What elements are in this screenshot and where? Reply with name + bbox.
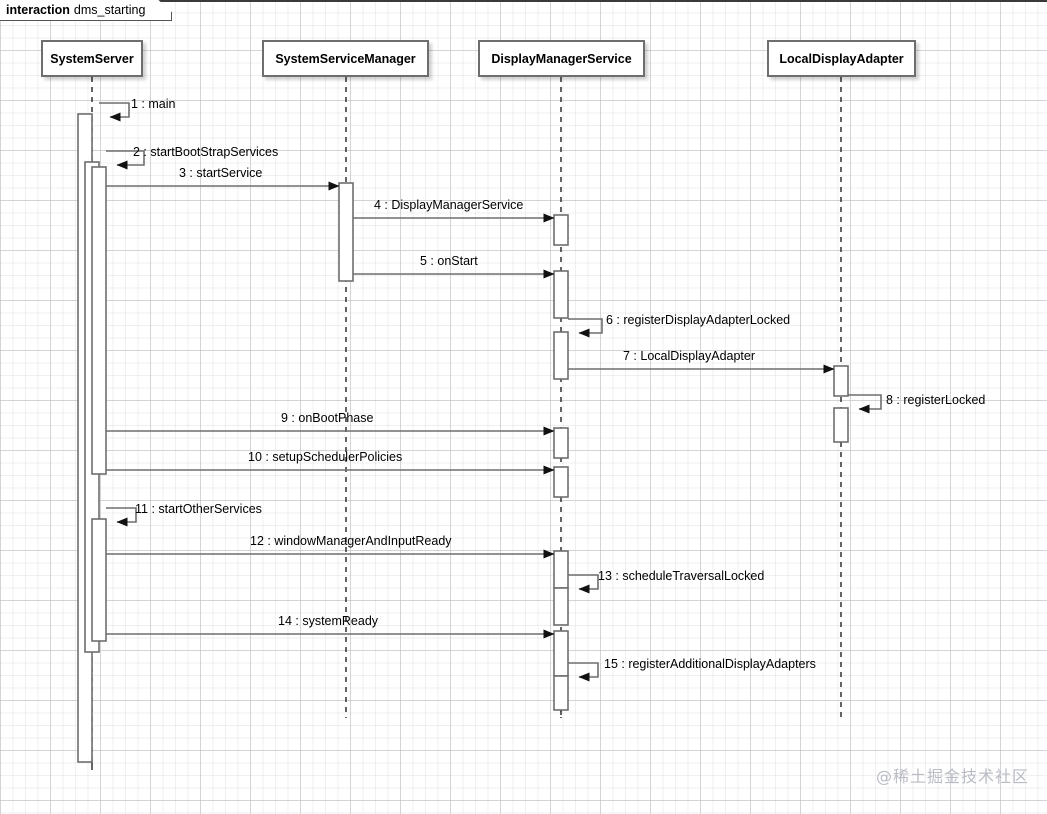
message-label-11: 11 : startOtherServices <box>135 502 262 516</box>
activation-bar-dms-a3 <box>553 331 569 380</box>
message-arrow-15 <box>568 662 599 682</box>
message-label-2: 2 : startBootStrapServices <box>133 145 279 159</box>
message-label-4: 4 : DisplayManagerService <box>374 198 524 212</box>
frame-top-border <box>0 0 1047 2</box>
message-arrow-6 <box>568 318 603 338</box>
message-label-10: 10 : setupSchedulerPolicies <box>248 450 403 464</box>
lifeline-label: DisplayManagerService <box>491 51 632 66</box>
activation-bars <box>77 113 849 763</box>
lifeline-box-local-display-adapter[interactable]: LocalDisplayAdapter <box>767 40 916 77</box>
lifeline-box-system-server[interactable]: SystemServer <box>41 40 143 77</box>
activation-bar-dms-a6 <box>553 550 569 589</box>
watermark: @稀土掘金技术社区 <box>875 767 1029 786</box>
message-label-8: 8 : registerLocked <box>886 393 986 407</box>
activation-bar-ssm-a1 <box>338 182 354 282</box>
message-label-14: 14 : systemReady <box>278 614 379 628</box>
activation-bar-lda-a1 <box>833 365 849 397</box>
activation-bar-dms-a5 <box>553 466 569 498</box>
message-label-9: 9 : onBootPhase <box>281 411 374 425</box>
lifeline-label: SystemServiceManager <box>275 51 416 66</box>
message-label-13: 13 : scheduleTraversalLocked <box>598 569 765 583</box>
frame-name: dms_starting <box>73 3 146 17</box>
message-label-5: 5 : onStart <box>420 254 478 268</box>
message-arrow-13 <box>568 574 599 594</box>
activation-bar-dms-a8 <box>553 630 569 677</box>
lifeline-label: LocalDisplayAdapter <box>779 51 904 66</box>
message-label-7: 7 : LocalDisplayAdapter <box>623 349 756 363</box>
lifeline-box-system-service-manager[interactable]: SystemServiceManager <box>262 40 429 77</box>
activation-bar-ss-a3 <box>91 166 107 475</box>
activation-bar-dms-a1 <box>553 214 569 246</box>
message-label-6: 6 : registerDisplayAdapterLocked <box>606 313 791 327</box>
activation-bar-lda-a2 <box>833 407 849 443</box>
activation-bar-dms-a7 <box>553 587 569 626</box>
lifeline-label: SystemServer <box>50 51 134 66</box>
message-label-15: 15 : registerAdditionalDisplayAdapters <box>604 657 816 671</box>
lifeline-box-display-manager-service[interactable]: DisplayManagerService <box>478 40 645 77</box>
activation-bar-dms-a4 <box>553 427 569 459</box>
message-label-12: 12 : windowManagerAndInputReady <box>250 534 452 548</box>
message-arrow-11 <box>106 507 137 527</box>
activation-bar-dms-a9 <box>553 675 569 711</box>
activation-bar-ss-a4 <box>91 518 107 642</box>
message-arrow-8 <box>848 394 882 414</box>
message-arrows <box>99 102 882 682</box>
message-arrow-1 <box>99 102 130 122</box>
activation-bar-dms-a2 <box>553 270 569 319</box>
frame-keyword: interaction <box>6 3 70 17</box>
message-arrow-2 <box>106 150 145 170</box>
message-label-3: 3 : startService <box>179 166 263 180</box>
message-label-1: 1 : main <box>131 97 176 111</box>
interaction-frame-label: interaction dms_starting <box>0 0 172 21</box>
